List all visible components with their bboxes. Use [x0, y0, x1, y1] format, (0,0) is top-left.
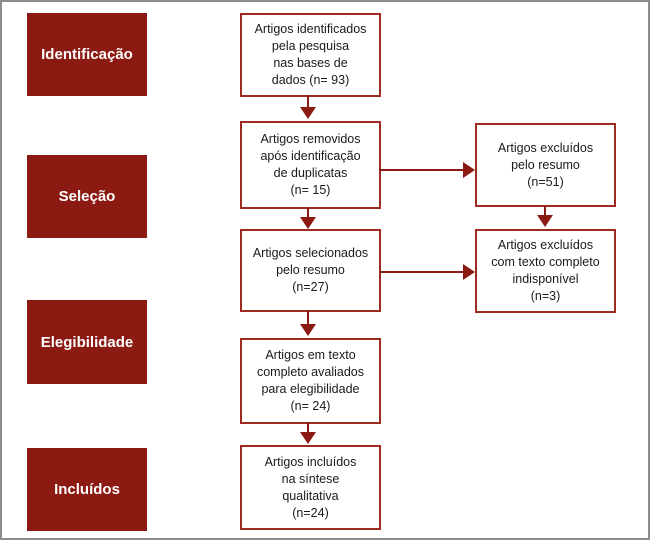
arrow-right-1-line — [379, 169, 465, 171]
arrow-down-1-line — [307, 95, 309, 109]
stage-label-selection: Seleção — [27, 155, 147, 238]
arrow-down-exclusions-line — [544, 206, 546, 216]
arrow-down-3-head-icon — [300, 324, 316, 336]
arrow-down-4-line — [307, 422, 309, 434]
exclusion-box-by-abstract: Artigos excluídos pelo resumo (n=51) — [475, 123, 616, 207]
flow-box-fulltext-assessed: Artigos em texto completo avaliados para… — [240, 338, 381, 424]
arrow-down-2-head-icon — [300, 217, 316, 229]
stage-label-included: Incluídos — [27, 448, 147, 531]
arrow-down-1-head-icon — [300, 107, 316, 119]
arrow-down-2-line — [307, 208, 309, 218]
exclusion-box-fulltext-unavailable: Artigos excluídos com texto completo ind… — [475, 229, 616, 313]
flow-box-identified-records: Artigos identificados pela pesquisa nas … — [240, 13, 381, 97]
arrow-down-3-line — [307, 310, 309, 326]
arrow-right-1-head-icon — [463, 162, 475, 178]
arrow-down-exclusions-head-icon — [537, 215, 553, 227]
flow-box-included-qualitative: Artigos incluídos na síntese qualitativa… — [240, 445, 381, 530]
stage-label-identification: Identificação — [27, 13, 147, 96]
flow-box-selected-by-abstract: Artigos selecionados pelo resumo (n=27) — [240, 229, 381, 312]
stage-label-eligibility: Elegibilidade — [27, 300, 147, 384]
arrow-down-4-head-icon — [300, 432, 316, 444]
arrow-right-2-head-icon — [463, 264, 475, 280]
flow-box-duplicates-removed: Artigos removidos após identificação de … — [240, 121, 381, 209]
arrow-right-2-line — [379, 271, 465, 273]
